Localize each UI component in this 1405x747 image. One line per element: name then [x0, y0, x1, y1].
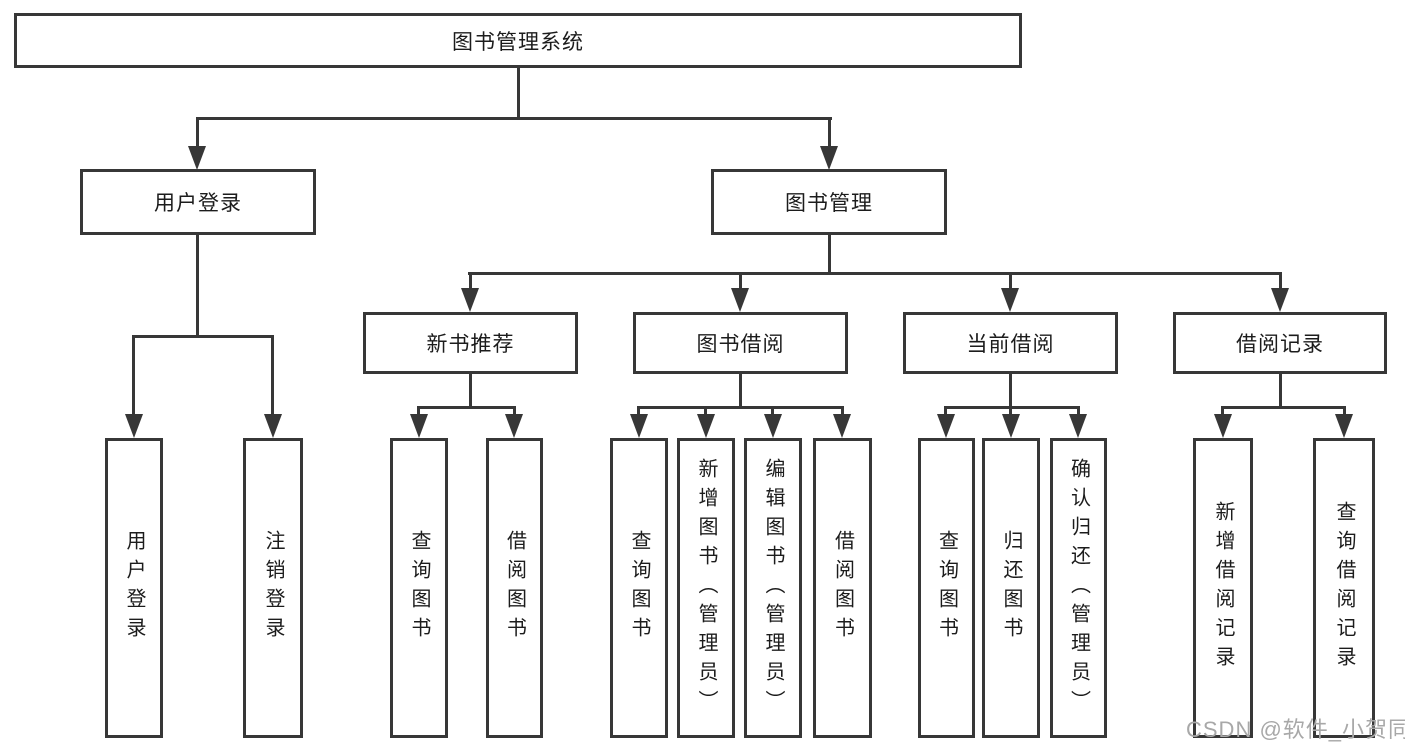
connector-level3-branch: [468, 272, 1282, 275]
leaf-label: 查询图书: [628, 530, 650, 646]
connector-drop: [469, 374, 472, 409]
connector-stub: [828, 120, 831, 148]
connector-stub: [944, 409, 947, 417]
arrow-down-icon: [1069, 414, 1087, 438]
leaf-cb-return-book: 归还图书: [982, 438, 1040, 738]
connector-level2-branch: [196, 117, 832, 120]
leaf-label: 编辑图书（管理员）: [762, 457, 784, 719]
connector-stub: [469, 275, 472, 290]
leaf-label: 查询图书: [935, 530, 958, 646]
connector-branch: [417, 406, 516, 409]
arrow-down-icon: [697, 414, 715, 438]
leaf-nbr-query-book: 查询图书: [390, 438, 448, 738]
connector-stub: [841, 409, 844, 417]
connector-root-drop: [517, 68, 520, 120]
connector-stub: [704, 409, 707, 417]
connector-user-login-branch: [132, 335, 274, 338]
connector-stub: [132, 338, 135, 415]
connector-stub: [513, 409, 516, 417]
node-label: 图书管理: [785, 192, 873, 215]
arrow-down-icon: [461, 288, 479, 312]
connector-drop: [1009, 374, 1012, 409]
arrow-down-icon: [1271, 288, 1289, 312]
leaf-label: 借阅图书: [831, 530, 854, 646]
connector-stub: [1009, 409, 1012, 417]
arrow-down-icon: [1002, 414, 1020, 438]
arrow-down-icon: [1335, 414, 1353, 438]
arrow-down-icon: [764, 414, 782, 438]
connector-drop: [739, 374, 742, 409]
arrow-down-icon: [125, 414, 143, 438]
connector-book-management-drop: [828, 235, 831, 275]
connector-stub: [771, 409, 774, 417]
node-book-borrow: 图书借阅: [633, 312, 848, 374]
connector-stub: [1077, 409, 1080, 417]
leaf-label: 确认归还（管理员）: [1067, 457, 1090, 719]
connector-user-login-drop: [196, 235, 199, 338]
leaf-nbr-borrow-book: 借阅图书: [486, 438, 543, 738]
leaf-bb-borrow-book: 借阅图书: [813, 438, 872, 738]
arrow-down-icon: [937, 414, 955, 438]
connector-stub: [417, 409, 420, 417]
leaf-label: 注销登录: [262, 530, 284, 646]
leaf-br-query-record: 查询借阅记录: [1313, 438, 1375, 738]
leaf-label: 用户登录: [123, 530, 145, 646]
node-label: 当前借阅: [966, 333, 1055, 356]
node-current-borrow: 当前借阅: [903, 312, 1118, 374]
arrow-down-icon: [1214, 414, 1232, 438]
leaf-label: 查询借阅记录: [1333, 501, 1355, 675]
connector-stub: [637, 409, 640, 417]
connector-stub: [196, 120, 199, 148]
node-label: 新书推荐: [426, 333, 515, 356]
arrow-down-icon: [731, 288, 749, 312]
leaf-bb-edit-book: 编辑图书（管理员）: [744, 438, 802, 738]
node-borrow-records: 借阅记录: [1173, 312, 1387, 374]
node-user-login: 用户登录: [80, 169, 316, 235]
leaf-cb-query-book: 查询图书: [918, 438, 975, 738]
arrow-down-icon: [630, 414, 648, 438]
connector-branch: [944, 406, 1080, 409]
leaf-br-add-record: 新增借阅记录: [1193, 438, 1253, 738]
leaf-bb-add-book: 新增图书（管理员）: [677, 438, 735, 738]
leaf-user-login: 用户登录: [105, 438, 163, 738]
arrow-down-icon: [505, 414, 523, 438]
connector-branch: [637, 406, 844, 409]
arrow-down-icon: [188, 146, 206, 170]
connector-stub: [1279, 275, 1282, 290]
leaf-label: 新增借阅记录: [1212, 501, 1234, 675]
leaf-label: 新增图书（管理员）: [695, 457, 717, 719]
connector-stub: [271, 338, 274, 415]
connector-stub: [739, 275, 742, 290]
connector-stub: [1343, 409, 1346, 417]
connector-stub: [1221, 409, 1224, 417]
node-book-management: 图书管理: [711, 169, 947, 235]
leaf-label: 查询图书: [408, 530, 430, 646]
node-label: 用户登录: [154, 192, 242, 215]
connector-drop: [1279, 374, 1282, 409]
leaf-label: 借阅图书: [503, 530, 526, 646]
arrow-down-icon: [1001, 288, 1019, 312]
connector-stub: [1009, 275, 1012, 290]
arrow-down-icon: [264, 414, 282, 438]
arrow-down-icon: [833, 414, 851, 438]
leaf-bb-query-book: 查询图书: [610, 438, 668, 738]
connector-branch: [1221, 406, 1346, 409]
node-root: 图书管理系统: [14, 13, 1022, 68]
node-label: 图书借阅: [696, 333, 785, 356]
leaf-label: 归还图书: [1000, 530, 1022, 646]
node-label: 借阅记录: [1236, 333, 1324, 356]
leaf-logout: 注销登录: [243, 438, 303, 738]
node-label: 图书管理系统: [452, 30, 584, 54]
watermark: CSDN @软件_小贺同学: [1186, 717, 1405, 742]
arrow-down-icon: [410, 414, 428, 438]
arrow-down-icon: [820, 146, 838, 170]
leaf-cb-confirm-return: 确认归还（管理员）: [1050, 438, 1107, 738]
node-new-book-recommend: 新书推荐: [363, 312, 578, 374]
